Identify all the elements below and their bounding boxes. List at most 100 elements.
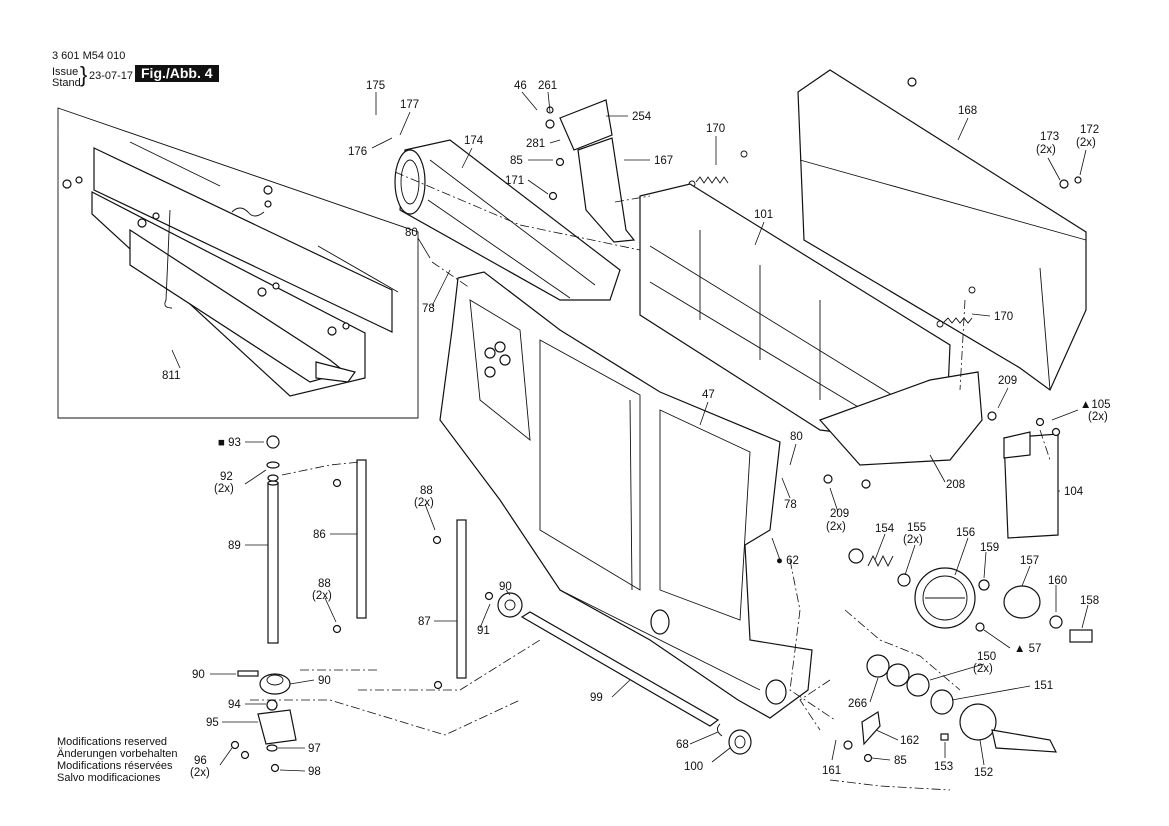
callout-155: 155 <box>907 522 926 534</box>
callout-160: 160 <box>1048 575 1067 587</box>
callout-170-top: 170 <box>706 123 725 135</box>
callout-162: 162 <box>900 735 919 747</box>
callout-261: 261 <box>538 80 557 92</box>
callout-46: 46 <box>514 80 527 92</box>
callout-811: 811 <box>162 370 180 382</box>
callout-104: 104 <box>1064 486 1084 498</box>
shaft-99 <box>520 611 720 727</box>
bracket-254 <box>545 99 613 151</box>
callout-90-screw: 90 <box>192 669 205 681</box>
callout-151: 151 <box>1034 680 1053 692</box>
nut-100 <box>717 723 752 755</box>
callout-161: 161 <box>822 765 841 777</box>
inset-frame <box>57 107 419 419</box>
callout-105: ▲105 <box>1080 399 1111 411</box>
bracket-95 <box>230 699 297 773</box>
callout-209-bottom-qty: (2x) <box>826 521 846 533</box>
clamp-lever-152 <box>843 654 1058 763</box>
callout-150: 150 <box>977 651 996 663</box>
callout-88-bottom: 88 <box>318 578 331 590</box>
callout-labels: 175 177 176 174 46 261 254 281 85 167 17… <box>162 80 1111 779</box>
callout-99: 99 <box>590 692 603 704</box>
spring-170b <box>936 286 976 328</box>
callout-154: 154 <box>875 523 895 535</box>
callout-167: 167 <box>654 155 673 167</box>
callout-92: 92 <box>220 471 233 483</box>
callout-170-right: 170 <box>994 311 1013 323</box>
issue-label: Issue <box>52 66 79 78</box>
callout-158: 158 <box>1080 595 1099 607</box>
stand-label: Stand <box>52 77 81 89</box>
side-cover-208 <box>818 371 997 489</box>
guard-plate-assembly <box>62 141 399 397</box>
callout-177: 177 <box>400 99 419 111</box>
callout-96: 96 <box>194 755 207 767</box>
callout-105-qty: (2x) <box>1088 411 1108 423</box>
brace-glyph: } <box>80 62 88 87</box>
bar-86 <box>332 459 367 634</box>
gear-90 <box>484 591 523 618</box>
callout-98: 98 <box>308 766 321 778</box>
callout-47: 47 <box>702 389 715 401</box>
issue-date: 23-07-17 <box>89 70 134 82</box>
callout-152: 152 <box>974 767 993 779</box>
callout-175: 175 <box>366 80 385 92</box>
callout-153: 153 <box>934 761 953 773</box>
callout-97: 97 <box>308 743 321 755</box>
spring-170a <box>688 150 748 188</box>
callout-85-bottom: 85 <box>894 755 907 767</box>
callout-150-qty: (2x) <box>973 663 993 675</box>
callout-171: 171 <box>505 175 524 187</box>
guard-104 <box>1003 417 1061 539</box>
callout-209-top: 209 <box>998 375 1017 387</box>
callout-93: ■ 93 <box>218 437 241 449</box>
callout-88-top-qty: (2x) <box>414 497 434 509</box>
footer-line-en: Modifications reserved <box>57 736 168 748</box>
callout-172-qty: (2x) <box>1076 137 1096 149</box>
callout-266: 266 <box>848 698 867 710</box>
callout-95: 95 <box>206 717 219 729</box>
callout-92-qty: (2x) <box>214 483 234 495</box>
assembly-lines <box>250 171 1051 791</box>
callout-281: 281 <box>526 138 545 150</box>
callout-176: 176 <box>348 146 367 158</box>
callout-172: 172 <box>1080 124 1099 136</box>
main-frame-47 <box>439 271 813 719</box>
dust-channel-174 <box>394 139 621 301</box>
modifications-note: Modifications reserved Änderungen vorbeh… <box>57 736 177 784</box>
callout-88-top: 88 <box>420 485 433 497</box>
callout-100: 100 <box>684 761 703 773</box>
handwheel-156 <box>848 548 1093 643</box>
callout-208: 208 <box>946 479 965 491</box>
column-89 <box>266 435 280 644</box>
top-cover-168 <box>797 69 1087 391</box>
callout-57: ▲ 57 <box>1014 643 1041 655</box>
callout-62: ● 62 <box>776 555 799 567</box>
callout-96-qty: (2x) <box>190 767 210 779</box>
callout-90-bevel: 90 <box>318 675 331 687</box>
callout-80-top: 80 <box>405 227 418 239</box>
callout-94: 94 <box>228 699 241 711</box>
callout-254: 254 <box>632 111 652 123</box>
document-number: 3 601 M54 010 <box>52 50 126 62</box>
bar-87 <box>432 519 467 690</box>
callout-155-qty: (2x) <box>903 534 923 546</box>
callout-174: 174 <box>464 135 484 147</box>
footer-line-es: Salvo modificaciones <box>57 772 161 784</box>
figure-label: Fig./Abb. 4 <box>135 65 219 82</box>
bevel-gear-90 <box>237 670 291 695</box>
callout-88-bottom-qty: (2x) <box>312 590 332 602</box>
callout-78-mid: 78 <box>784 499 797 511</box>
callout-68: 68 <box>676 739 689 751</box>
callout-168: 168 <box>958 105 977 117</box>
callout-80-mid: 80 <box>790 431 803 443</box>
callout-209-bottom: 209 <box>830 508 849 520</box>
callout-159: 159 <box>980 542 999 554</box>
bracket-167 <box>548 137 636 243</box>
callout-86: 86 <box>313 529 326 541</box>
footer-line-de: Änderungen vorbehalten <box>57 748 178 760</box>
leader-lines <box>171 91 1089 772</box>
footer-line-fr: Modifications réservées <box>57 760 173 772</box>
callout-90-gear: 90 <box>499 581 512 593</box>
